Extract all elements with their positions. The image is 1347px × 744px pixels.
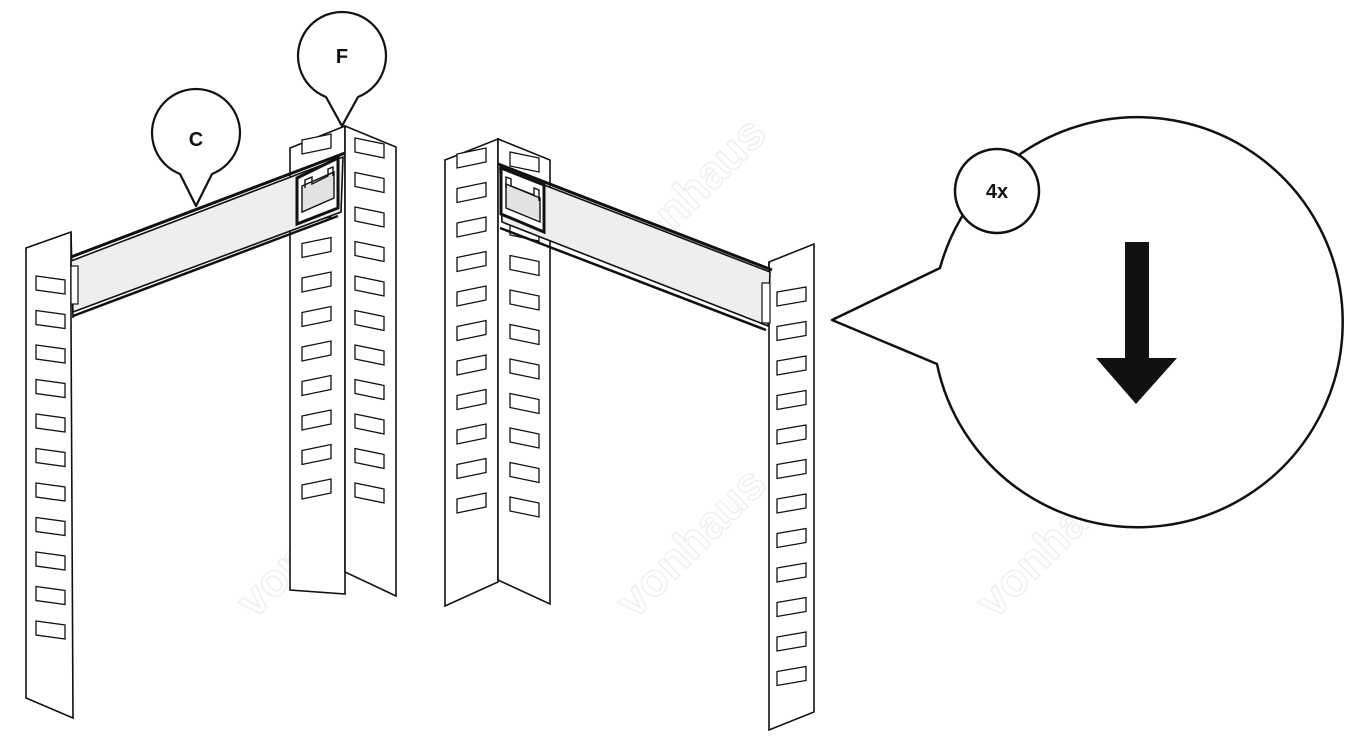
post-slot: [776, 286, 807, 307]
post-slot: [301, 305, 332, 328]
post-slot: [509, 151, 540, 173]
post-slot: [776, 596, 807, 618]
post-slot: [301, 443, 332, 466]
post-slot: [456, 492, 487, 514]
post-slot: [509, 323, 540, 346]
post-slot: [354, 275, 385, 297]
post-slot: [456, 388, 487, 411]
post-slot: [776, 527, 807, 549]
post-slots: [354, 137, 385, 504]
post-slot: [301, 374, 332, 397]
post-slots: [776, 286, 807, 687]
callout-label-f: F: [336, 46, 348, 68]
post-slot: [456, 285, 487, 307]
post-slot: [301, 133, 332, 155]
post-slot: [776, 389, 807, 411]
bracket: [499, 165, 546, 235]
callout-c: C: [150, 87, 242, 208]
post-slot: [456, 319, 487, 342]
post-slot: [354, 378, 385, 401]
post-slot: [35, 516, 66, 537]
post-slot: [509, 289, 540, 311]
side-rail-c: [70, 151, 346, 318]
post-slot: [301, 478, 332, 500]
post-slot: [354, 206, 385, 228]
post-slot: [354, 309, 385, 332]
post-slot: [35, 275, 66, 295]
post-slot: [354, 171, 385, 194]
post-slot: [456, 423, 487, 445]
post-slot: [456, 147, 487, 169]
post-slot: [35, 309, 66, 330]
post-slot: [776, 665, 807, 687]
post-slot: [354, 137, 385, 159]
post-slot: [35, 551, 66, 571]
callout-label-c: C: [189, 129, 203, 151]
post-slot: [456, 181, 487, 204]
down-arrow-icon: [1096, 242, 1177, 404]
left-front-post: [25, 230, 74, 720]
post-slot: [301, 409, 332, 431]
post-slot: [776, 631, 807, 652]
post-slots: [456, 147, 487, 514]
post-slot: [776, 355, 807, 376]
post-slot: [509, 358, 540, 380]
post-slot: [35, 413, 66, 433]
post-slot: [776, 562, 807, 583]
post-slot: [35, 585, 66, 606]
callout-f: F: [296, 10, 388, 128]
post-slot: [776, 424, 807, 445]
post-slot: [354, 447, 385, 470]
quantity-label: 4x: [986, 181, 1008, 203]
post-slot: [35, 620, 66, 640]
post-slot: [354, 344, 385, 366]
post-slot: [776, 458, 807, 480]
post-slot: [354, 413, 385, 435]
post-slot: [35, 447, 66, 468]
post-slot: [509, 461, 540, 484]
post-slot: [301, 340, 332, 362]
zoom-bubble: [830, 116, 1344, 529]
quantity-badge: 4x: [953, 147, 1041, 235]
post-slot: [456, 216, 487, 238]
right-back-post: [444, 137, 551, 608]
post-slot: [354, 240, 385, 263]
post-slot: [35, 378, 66, 399]
post-slots: [35, 275, 66, 640]
post-slot: [776, 493, 807, 514]
post-slot: [301, 271, 332, 293]
post-slot: [776, 320, 807, 342]
post-slot: [456, 354, 487, 376]
right-front-post: [768, 242, 815, 732]
post-slot: [509, 427, 540, 449]
post-slot: [35, 344, 66, 364]
post-slot: [456, 250, 487, 273]
post-slot: [456, 457, 487, 480]
watermark: vonhaus: [605, 457, 776, 628]
left-back-post: [289, 124, 397, 598]
post-slot: [509, 392, 540, 415]
post-slot: [509, 254, 540, 277]
post-slot: [35, 482, 66, 502]
side-rail-right: [497, 162, 773, 332]
post-slot: [301, 236, 332, 259]
post-slot: [354, 482, 385, 504]
post-slot: [509, 496, 540, 518]
bracket-f: [295, 155, 340, 227]
